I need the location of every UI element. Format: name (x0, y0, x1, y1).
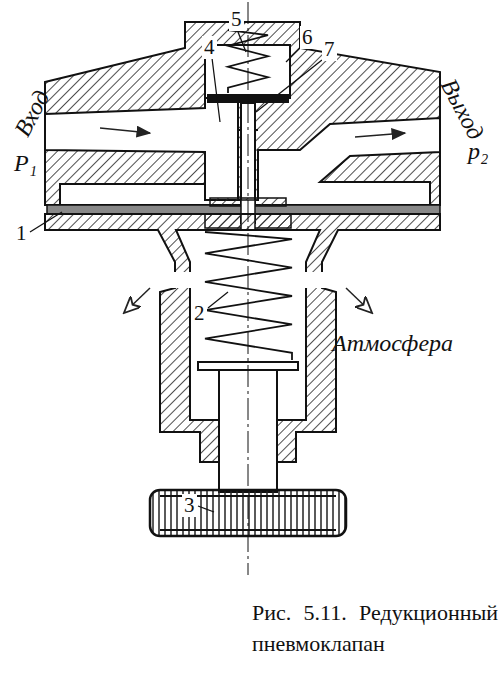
exhaust-arrow (125, 288, 150, 312)
leader-line (30, 32, 322, 512)
port-label: Выход (435, 73, 491, 146)
callout-number: 7 (322, 38, 337, 61)
callout-number: 1 (14, 222, 29, 245)
region-label: Атмосфера (330, 330, 455, 356)
centerline (248, 2, 249, 575)
callout-number: 3 (182, 494, 197, 517)
callout-number: 4 (202, 36, 217, 59)
exhaust-arrow (346, 288, 371, 312)
callout-number: 5 (229, 8, 244, 31)
flow-arrow (100, 128, 150, 133)
callout-number: 6 (300, 26, 315, 49)
callout-number: 2 (192, 302, 207, 325)
flow-arrow (355, 133, 405, 137)
figure-caption: Рис. 5.11. Редукционный пневмоклапан (252, 598, 498, 660)
pressure-label: p₂ (466, 138, 490, 164)
pressure-label: P₁ (12, 150, 39, 176)
